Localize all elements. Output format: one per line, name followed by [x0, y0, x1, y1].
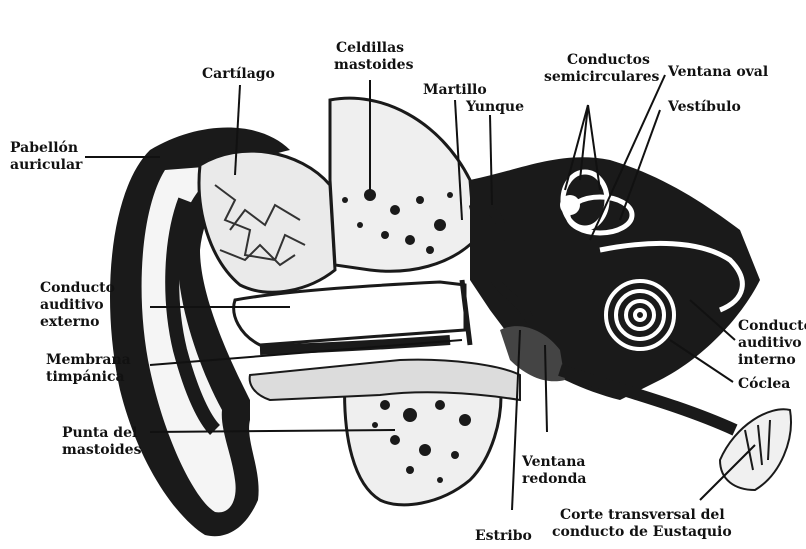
label-ventana-oval: Ventana oval [667, 64, 768, 80]
label-ventana-redonda-line1: Ventana [521, 454, 585, 470]
label-conducto-ext-line1: Conducto [40, 280, 115, 296]
label-celdillas-line1: Celdillas [336, 40, 404, 56]
label-conducto-int-line3: interno [738, 352, 796, 368]
label-martillo: Martillo [423, 82, 487, 98]
label-pabellon-line2: auricular [10, 157, 83, 173]
label-estribo: Estribo [475, 528, 532, 544]
label-punta-line2: mastoides [62, 442, 142, 458]
label-conductos-line2: semicirculares [544, 69, 660, 85]
eustachian-section [720, 409, 791, 490]
label-conducto-ext-line2: auditivo [40, 297, 104, 313]
label-membrana-line1: Membrana [46, 352, 131, 368]
temporal-bone-dark [470, 157, 760, 400]
label-celdillas-line2: mastoides [334, 57, 414, 73]
ear-illustration [110, 98, 791, 536]
label-corte-line2: conducto de Eustaquio [552, 524, 732, 540]
label-punta-line1: Punta del [62, 425, 137, 441]
label-conductos-line1: Conductos [567, 52, 650, 68]
label-membrana-line2: timpánica [46, 369, 125, 385]
label-cartilago: Cartílago [202, 66, 275, 82]
label-ventana-redonda-line2: redonda [522, 471, 586, 487]
label-coclea: Cóclea [738, 376, 790, 392]
label-pabellon-line1: Pabellón [10, 140, 78, 156]
label-vestibulo: Vestíbulo [667, 99, 741, 115]
label-conducto-int-line2: auditivo [738, 335, 802, 351]
label-yunque: Yunque [465, 99, 524, 115]
vestibule-opening [560, 195, 580, 215]
label-corte-line1: Corte transversal del [560, 507, 725, 523]
label-conducto-int-line1: Conducto [738, 318, 806, 334]
bony-plate [250, 360, 520, 400]
mastoid-upper [330, 98, 475, 271]
label-conducto-ext-line3: externo [40, 314, 100, 330]
